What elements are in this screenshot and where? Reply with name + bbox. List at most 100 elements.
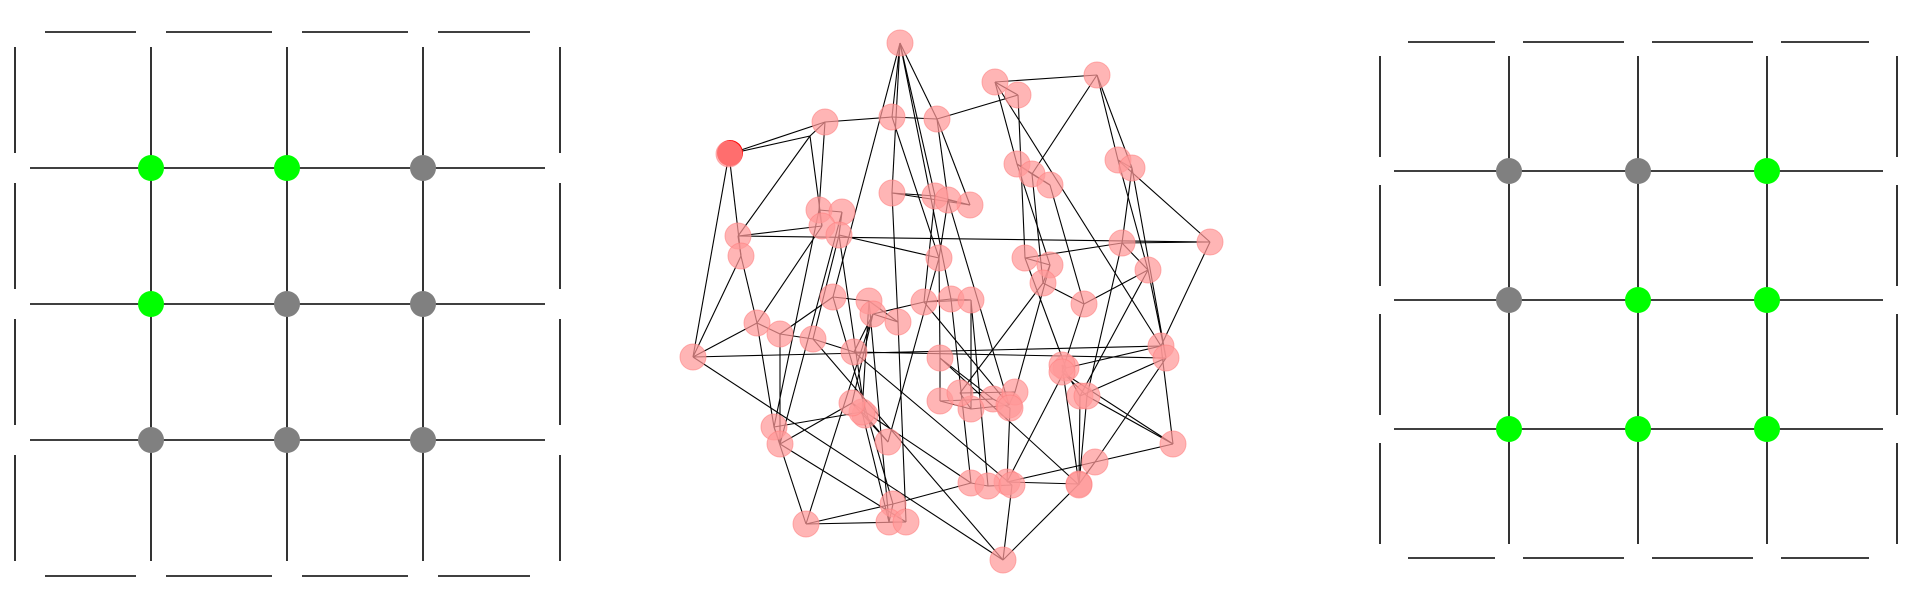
graph-edge-148 — [756, 322, 775, 428]
graph-edge-11 — [728, 121, 826, 155]
graph-node-13 — [1036, 171, 1064, 199]
graph-node-55 — [874, 428, 902, 456]
graph-edge-94 — [1078, 395, 1088, 486]
left-grid-node-2-0-inactive — [138, 427, 164, 453]
graph-node-4 — [811, 108, 839, 136]
graph-edge-104 — [1049, 184, 1085, 305]
graph-node-27 — [1108, 229, 1136, 257]
graph-node-0 — [886, 29, 914, 57]
left-grid-node-2-2-inactive — [410, 427, 436, 453]
graph-edge-4 — [994, 74, 1098, 83]
graph-edge-105 — [891, 192, 899, 323]
right-grid-node-1-2-active — [1754, 287, 1780, 313]
graph-edge-144 — [692, 255, 742, 358]
graph-edge-109 — [756, 225, 823, 324]
graph-node-11 — [1118, 154, 1146, 182]
graph-node-36 — [766, 320, 794, 348]
graph-edge-145 — [1086, 242, 1123, 397]
graph-edge-138 — [737, 135, 811, 237]
graph-edge-13 — [936, 94, 1019, 120]
graph-node-2 — [1083, 61, 1111, 89]
left-grid-node-1-0-active — [138, 291, 164, 317]
graph-node-60 — [1081, 448, 1109, 476]
left-grid-node-2-1-inactive — [274, 427, 300, 453]
graph-edge-101 — [1117, 159, 1149, 271]
right-grid-node-0-2-active — [1754, 158, 1780, 184]
graph-node-26 — [1011, 244, 1039, 272]
right-grid-node-2-1-active — [1625, 416, 1651, 442]
graph-node-63 — [838, 389, 866, 417]
left-grid-node-0-2-inactive — [410, 155, 436, 181]
right-grid-node-2-0-active — [1496, 416, 1522, 442]
graph-node-35 — [743, 309, 771, 337]
graph-edge-32 — [1121, 241, 1211, 244]
graph-node-42 — [679, 343, 707, 371]
graph-edge-76 — [1086, 395, 1174, 445]
graph-node-38 — [884, 308, 912, 336]
graph-node-39 — [910, 288, 938, 316]
graph-edge-29 — [737, 225, 823, 237]
right-grid-node-1-1-active — [1625, 287, 1651, 313]
graph-edge-130 — [1006, 367, 1067, 483]
graph-edge-107 — [773, 209, 820, 428]
graph-edge-100 — [692, 153, 730, 358]
graph-node-24 — [925, 244, 953, 272]
graph-node-43 — [840, 338, 868, 366]
graph-node-32 — [819, 283, 847, 311]
graph-edge-137 — [818, 121, 826, 211]
graph-edge-58 — [692, 345, 1162, 358]
graph-node-41 — [799, 325, 827, 353]
graph-edge-121 — [970, 299, 989, 487]
graph-node-25 — [934, 186, 962, 214]
graph-edge-125 — [692, 356, 1004, 561]
graph-edge-92 — [805, 503, 894, 525]
graph-edge-111 — [887, 257, 940, 443]
graph-edge-129 — [939, 357, 1080, 486]
graph-node-6 — [923, 105, 951, 133]
graph-node-37 — [957, 286, 985, 314]
graph-node-58 — [1048, 358, 1076, 386]
left-grid-node-0-0-active — [138, 155, 164, 181]
graph-node-76 — [989, 546, 1017, 574]
right-grid-node-2-2-active — [1754, 416, 1780, 442]
graph-edge-122 — [897, 321, 907, 523]
graph-edge-95 — [832, 42, 901, 298]
graph-edge-120 — [868, 300, 890, 523]
graph-node-75 — [792, 510, 820, 538]
graph-node-45 — [1152, 344, 1180, 372]
graph-edge-143 — [1160, 241, 1211, 347]
graph-node-22 — [825, 221, 853, 249]
graph-edge-142 — [936, 118, 971, 206]
graph-edge-1 — [899, 42, 938, 120]
graph-node-72 — [998, 471, 1026, 499]
graph-edge-7 — [1096, 74, 1119, 161]
graph-node-8 — [715, 140, 743, 168]
graph-node-5 — [878, 103, 906, 131]
graph-node-29 — [1134, 256, 1162, 284]
graph-node-74 — [892, 508, 920, 536]
graph-node-46 — [926, 344, 954, 372]
graph-edge-126 — [853, 351, 1013, 486]
graph-node-31 — [1070, 290, 1098, 318]
graph-edge-99 — [936, 118, 949, 201]
graph-edge-33 — [838, 234, 940, 259]
graph-edge-124 — [812, 338, 1004, 561]
graph-node-53 — [766, 430, 794, 458]
right-grid-node-0-0-inactive — [1496, 158, 1522, 184]
graph-edge-69 — [779, 402, 853, 445]
left-grid-node-0-1-active — [274, 155, 300, 181]
graph-node-68 — [996, 394, 1024, 422]
graph-node-59 — [1159, 430, 1187, 458]
graph-edge-3 — [899, 42, 936, 197]
graph-edge-141 — [1031, 74, 1098, 175]
graph-node-14 — [878, 179, 906, 207]
graph-edge-37 — [938, 257, 941, 359]
left-grid-node-1-2-inactive — [410, 291, 436, 317]
graph-edge-152 — [1078, 395, 1081, 485]
graph-edge-93 — [1002, 483, 1080, 561]
graph-node-1 — [981, 68, 1009, 96]
